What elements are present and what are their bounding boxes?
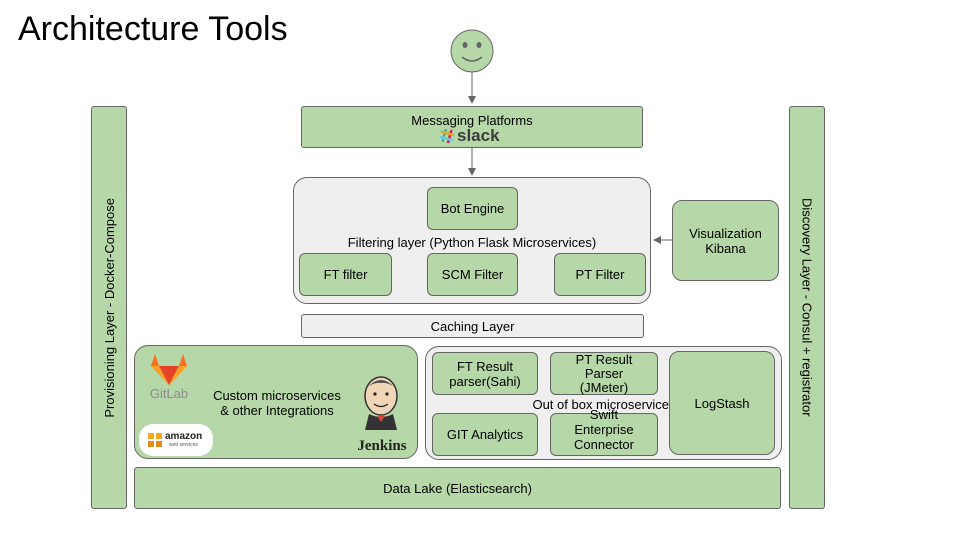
custom-line-2: & other Integrations xyxy=(220,403,334,418)
gitlab-fox-icon xyxy=(151,354,187,385)
aws-subtext: web services xyxy=(169,442,198,448)
slack-logo: slack xyxy=(440,126,500,145)
out-of-box-label: Out of box microservices xyxy=(532,397,676,412)
visualization-kibana-box: Visualization Kibana xyxy=(672,200,779,281)
swift-line-3: Connector xyxy=(574,437,634,452)
scm-filter-box: SCM Filter xyxy=(427,253,518,296)
slack-logo-text: slack xyxy=(457,126,500,145)
swift-line-2: Enterprise xyxy=(574,422,634,437)
ft-result-line-1: FT Result xyxy=(456,358,514,374)
user-smiley-icon xyxy=(450,29,494,73)
slack-hash-icon xyxy=(440,129,454,143)
discovery-layer-label: Discovery Layer - Consul + registrator xyxy=(799,198,815,417)
pt-result-line-1: PT Result xyxy=(575,352,633,367)
aws-text: amazon xyxy=(165,431,203,442)
pt-result-line-2: Parser xyxy=(584,366,624,381)
visualization-label: Visualization xyxy=(689,225,762,241)
filtering-layer-label: Filtering layer (Python Flask Microservi… xyxy=(347,235,597,250)
page-title: Architecture Tools xyxy=(18,10,288,48)
custom-microservices-box: GitLab amazon web services Custom micros… xyxy=(134,345,418,459)
swift-connector-box: Swift Enterprise Connector xyxy=(550,407,658,456)
kibana-label: Kibana xyxy=(705,240,746,256)
jenkins-butler-icon xyxy=(364,376,398,430)
out-of-box-microservices: FT Result parser(Sahi) PT Result Parser … xyxy=(425,346,782,460)
aws-logo: amazon web services xyxy=(139,424,213,456)
custom-line-1: Custom microservices xyxy=(213,388,341,403)
pt-result-parser-box: PT Result Parser (JMeter) xyxy=(550,352,658,395)
custom-microservices-label: Custom microservices & other Integration… xyxy=(207,388,347,418)
swift-line-1: Swift xyxy=(589,407,619,422)
jenkins-logo: Jenkins xyxy=(351,374,413,458)
provisioning-layer-box: Provisioning Layer - Docker-Compose xyxy=(91,106,127,509)
gitlab-logo: GitLab xyxy=(149,352,189,404)
pt-filter-box: PT Filter xyxy=(554,253,646,296)
ft-result-parser-box: FT Result parser(Sahi) xyxy=(432,352,538,395)
discovery-layer-box: Discovery Layer - Consul + registrator xyxy=(789,106,825,509)
gitlab-text: GitLab xyxy=(149,386,189,401)
filtering-layer: Bot Engine Filtering layer (Python Flask… xyxy=(293,177,651,304)
bot-engine-box: Bot Engine xyxy=(427,187,518,230)
data-lake-box: Data Lake (Elasticsearch) xyxy=(134,467,781,509)
jenkins-text: Jenkins xyxy=(357,438,407,454)
git-analytics-box: GIT Analytics xyxy=(432,413,538,456)
ft-filter-box: FT filter xyxy=(299,253,392,296)
provisioning-layer-label: Provisioning Layer - Docker-Compose xyxy=(101,197,117,418)
caching-layer-box: Caching Layer xyxy=(301,314,644,338)
pt-result-line-3: (JMeter) xyxy=(579,380,629,395)
logstash-box: LogStash xyxy=(669,351,775,455)
ft-result-line-2: parser(Sahi) xyxy=(449,373,521,389)
aws-cubes-icon xyxy=(148,433,162,447)
messaging-platforms-box: Messaging Platforms slack xyxy=(301,106,643,148)
messaging-platforms-label: Messaging Platforms xyxy=(411,113,533,128)
